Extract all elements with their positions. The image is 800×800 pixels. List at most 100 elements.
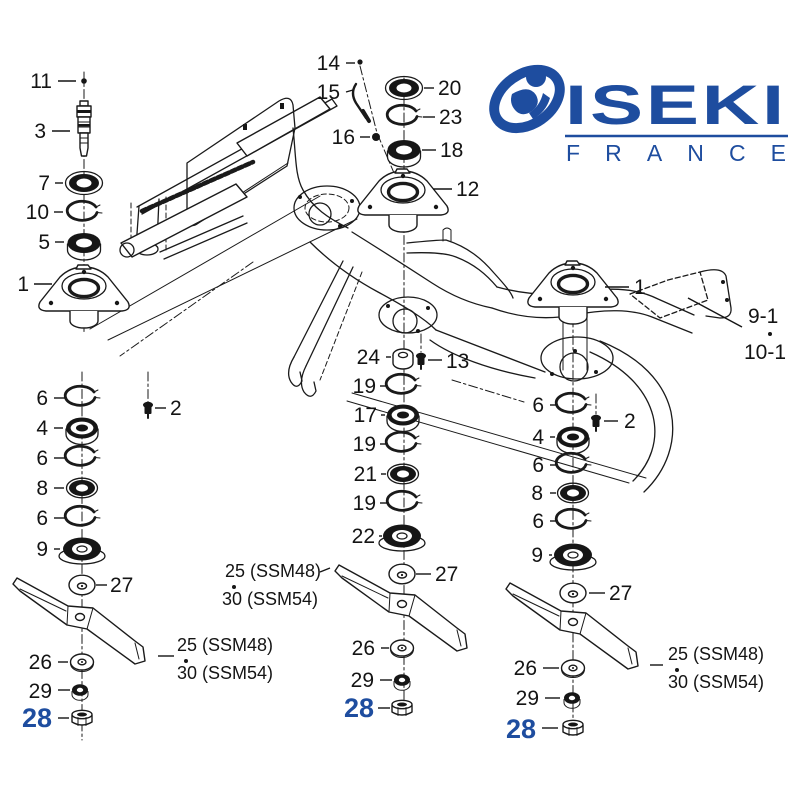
- part-seal-8: [556, 482, 590, 504]
- callout-9-1: 9-1: [748, 305, 778, 328]
- variant-note-left-blade: 25 (SSM48) 30 (SSM54): [177, 635, 273, 683]
- leader-lines: [34, 62, 743, 729]
- part-nut-29: [563, 691, 581, 709]
- iseki-mark-icon: [489, 64, 565, 134]
- callout-26: 26: [29, 651, 52, 674]
- part-bearing-17: [386, 403, 420, 433]
- part-washer-26: [560, 659, 586, 679]
- callout-3: 3: [34, 120, 46, 143]
- callout-11: 11: [30, 70, 52, 93]
- callout-20: 20: [438, 77, 461, 100]
- callout-2-right: 2: [624, 410, 636, 433]
- blade-variant-notes: 25 (SSM48) 30 (SSM54) 25 (SSM48) 30 (SSM…: [177, 561, 764, 692]
- callout-27: 27: [435, 563, 458, 586]
- part-washer-27: [388, 563, 416, 585]
- part-bolt-13: [415, 351, 427, 370]
- callout-6: 6: [532, 454, 544, 477]
- part-spacer-24: [392, 348, 414, 370]
- part-bolt-11: [81, 78, 87, 84]
- part-snap-ring-23: [385, 103, 424, 126]
- callout-6: 6: [532, 510, 544, 533]
- logo-brand-text: ISEKI: [565, 73, 787, 136]
- callout-27: 27: [609, 582, 632, 605]
- callout-2-left: 2: [170, 397, 182, 420]
- part-snap-ring-6: [63, 444, 102, 467]
- part-bearing-4: [65, 416, 99, 446]
- callout-26: 26: [352, 637, 375, 660]
- part-washer-26: [69, 653, 95, 673]
- callout-4: 4: [532, 426, 544, 449]
- part-snap-ring-6: [554, 507, 593, 530]
- logo-region-text: FRANCE: [566, 140, 786, 166]
- part-cable-15: [351, 82, 368, 120]
- part-bolt-2-right: [590, 413, 602, 432]
- callout-28-right: 28: [506, 714, 536, 744]
- part-nut-28: [391, 699, 413, 717]
- callout-29: 29: [351, 669, 374, 692]
- construction-lines: [81, 65, 597, 741]
- callout-6: 6: [36, 387, 48, 410]
- callout-19: 19: [353, 433, 376, 456]
- part-shaft-3: [76, 100, 92, 157]
- part-bolt-2-left: [142, 400, 154, 419]
- variant-note-line2: 30 (SSM54): [668, 672, 764, 692]
- callout-6: 6: [36, 507, 48, 530]
- callout-14: 14: [317, 52, 341, 75]
- part-snap-ring-6: [554, 391, 593, 414]
- part-washer-27: [559, 582, 587, 604]
- callout-labels: 11 3 7 10 5 1 6 4 6 8 6 9 27 2 26 29 28 …: [17, 52, 786, 744]
- part-nut-28: [562, 719, 584, 737]
- variant-note-line2: 30 (SSM54): [177, 663, 273, 683]
- part-spindle-housing-12: [356, 167, 450, 234]
- part-snap-ring-6: [554, 451, 593, 474]
- callout-6: 6: [532, 394, 544, 417]
- callout-27: 27: [110, 574, 133, 597]
- callout-29: 29: [516, 687, 539, 710]
- part-washer-26: [389, 639, 415, 659]
- part-nut-16: [372, 133, 380, 141]
- callout-17: 17: [354, 404, 377, 427]
- part-washer-27: [68, 574, 96, 596]
- part-bearing-9: [58, 536, 106, 565]
- callout-19: 19: [353, 375, 376, 398]
- left-spindle-parts: [37, 78, 131, 330]
- variant-note-line1: 25 (SSM48): [668, 644, 764, 664]
- variant-note-right-blade: 25 (SSM48) 30 (SSM54): [668, 644, 764, 692]
- part-seal-8: [65, 477, 99, 499]
- variant-note-middle-blade: 25 (SSM48) 30 (SSM54): [222, 561, 321, 609]
- part-seal-21: [386, 463, 420, 485]
- callout-5: 5: [38, 231, 50, 254]
- middle-top-spindle-parts: [351, 59, 450, 234]
- part-nut-29: [393, 673, 411, 691]
- callout-9: 9: [531, 544, 543, 567]
- callout-29: 29: [29, 680, 52, 703]
- callout-8: 8: [36, 477, 48, 500]
- callout-28-middle: 28: [344, 693, 374, 723]
- part-bearing-22: [378, 523, 426, 552]
- callout-23: 23: [439, 106, 462, 129]
- callout-19: 19: [353, 492, 376, 515]
- callout-16: 16: [332, 126, 355, 149]
- variant-note-line2: 30 (SSM54): [222, 589, 318, 609]
- part-snap-ring-19: [385, 489, 424, 512]
- part-snap-ring-6: [63, 504, 102, 527]
- callout-18: 18: [440, 139, 463, 162]
- callout-13: 13: [446, 350, 469, 373]
- part-spindle-housing-1-right: [526, 259, 620, 326]
- callout-8: 8: [531, 482, 543, 505]
- callout-21: 21: [354, 463, 377, 486]
- callout-26: 26: [514, 657, 537, 680]
- callout-24: 24: [357, 346, 381, 369]
- callout-12: 12: [456, 178, 479, 201]
- iseki-france-logo: ISEKI FRANCE: [489, 64, 788, 166]
- variant-note-line1: 25 (SSM48): [225, 561, 321, 581]
- callout-1-left: 1: [17, 273, 29, 296]
- callout-9: 9: [36, 538, 48, 561]
- deck-frame: [89, 96, 732, 493]
- callout-7: 7: [38, 172, 50, 195]
- callout-22: 22: [352, 525, 375, 548]
- callout-4: 4: [36, 417, 48, 440]
- variant-note-line1: 25 (SSM48): [177, 635, 273, 655]
